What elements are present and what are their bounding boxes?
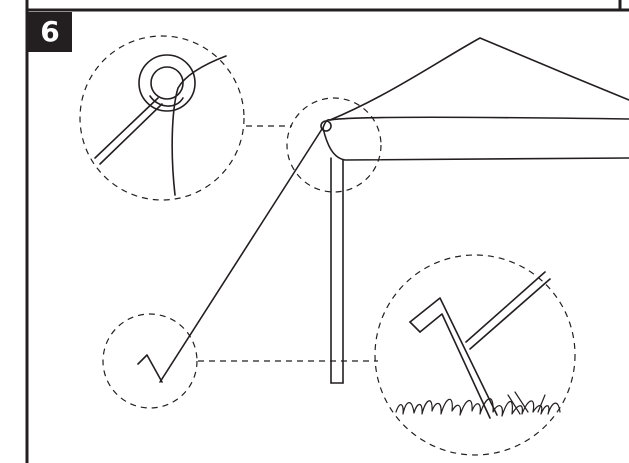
stake xyxy=(137,354,163,383)
callout-marker-stake xyxy=(102,313,198,409)
callout-stake-detail xyxy=(374,254,576,456)
grass xyxy=(395,398,561,417)
panel-frame xyxy=(25,0,629,463)
guy-rope xyxy=(159,128,323,383)
callout-attachment-detail xyxy=(79,35,245,201)
canopy-leg xyxy=(330,157,344,384)
callout-marker-corner xyxy=(286,97,382,193)
canopy-roof xyxy=(322,37,629,161)
corner-ring xyxy=(320,120,332,132)
step-number-badge: 6 xyxy=(28,12,72,52)
